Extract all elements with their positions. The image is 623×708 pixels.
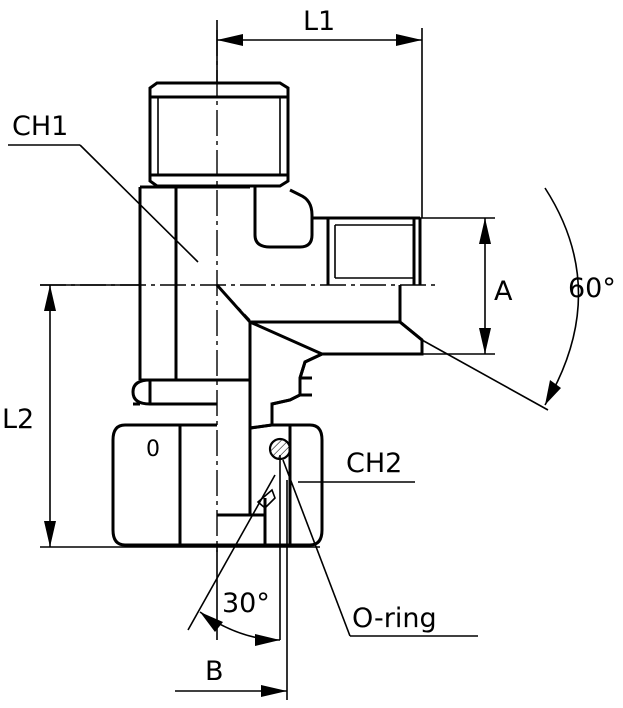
angle-30-label: 30° bbox=[222, 588, 270, 619]
dimension-l2: L2 bbox=[2, 284, 320, 548]
main-body bbox=[138, 185, 328, 382]
dimension-b: B bbox=[175, 480, 288, 700]
angle-60: 60° bbox=[421, 187, 616, 411]
hatched-section-cone bbox=[248, 319, 326, 430]
nut-mark-label: 0 bbox=[146, 437, 160, 462]
ch1-label: CH1 bbox=[12, 111, 68, 142]
oring-callout: O-ring bbox=[282, 459, 478, 637]
hatched-section-upper bbox=[248, 320, 424, 430]
top-threaded-stud bbox=[148, 81, 290, 188]
ch1-callout: CH1 bbox=[8, 111, 199, 263]
oring-label: O-ring bbox=[352, 603, 437, 634]
angle-60-label: 60° bbox=[568, 273, 616, 304]
angle-30: 30° bbox=[187, 455, 281, 646]
l2-label: L2 bbox=[2, 404, 34, 435]
ch2-callout: CH2 bbox=[298, 448, 415, 483]
a-label: A bbox=[494, 276, 513, 307]
hatched-nut-section bbox=[288, 423, 324, 547]
b-label: B bbox=[205, 656, 224, 687]
right-threaded-port bbox=[326, 216, 424, 354]
ch2-label: CH2 bbox=[346, 448, 402, 479]
lower-washer bbox=[131, 378, 217, 406]
dimension-a: A bbox=[420, 217, 513, 355]
dimension-l1: L1 bbox=[216, 6, 423, 218]
swivel-nut: 0 bbox=[111, 423, 217, 547]
sectioned-body bbox=[215, 284, 424, 515]
l1-label: L1 bbox=[303, 6, 335, 37]
